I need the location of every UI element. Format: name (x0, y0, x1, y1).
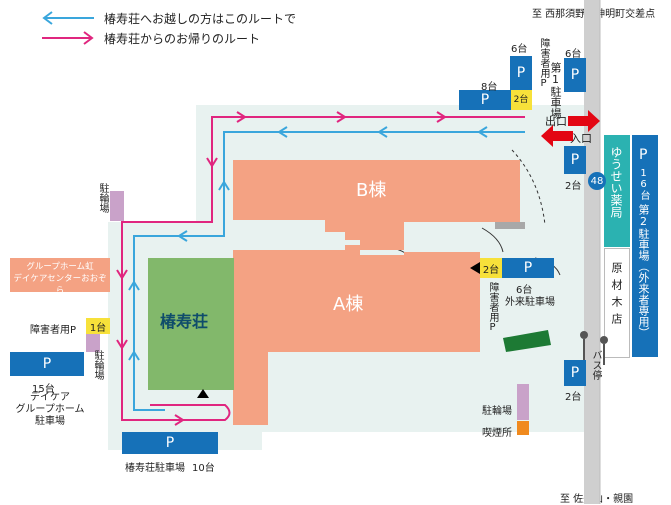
group-home-label: グループホーム虹 デイケアセンターおおぞら (13, 262, 107, 296)
p1-disabled-count: 2台 (510, 90, 532, 110)
legend-arrows (42, 11, 94, 45)
bus-stop-label: バス停 (590, 350, 601, 380)
smoking-box (517, 421, 529, 435)
outpatient-box: P (502, 258, 554, 278)
p2-p: P (639, 147, 648, 163)
bike3-label: 駐輪場 (482, 406, 512, 417)
bus-stop-icon (580, 331, 608, 365)
main-parking-count: 10台 (192, 463, 215, 474)
bike2-label: 駐輪場 (92, 350, 103, 380)
p1-count-b: 6台 (565, 49, 582, 60)
building-main-label: 椿寿荘 (160, 312, 209, 331)
p1-count-c: 8台 (481, 82, 498, 93)
outpatient-disabled-label: 障害者用P (487, 282, 498, 333)
group-p-box: P (10, 352, 84, 376)
group-disabled-count: 1台 (86, 318, 110, 334)
legend-to-label: 椿寿荘へお越しの方はこのルートで (104, 12, 297, 26)
building-a-shape (233, 245, 480, 425)
pharmacy-label: ゆうせい薬局 (609, 146, 623, 218)
p1-box-a: P (510, 56, 532, 90)
exit-label: 出口 (545, 115, 567, 128)
bus-p-count: 2台 (565, 392, 582, 403)
group-parking-label: デイケア グループホーム 駐車場 (15, 392, 85, 427)
group-home-box (10, 258, 110, 292)
bike2-box (86, 334, 100, 352)
building-main-shape (148, 258, 234, 390)
p1-box-b: P (564, 58, 586, 92)
smoking-label: 喫煙所 (482, 428, 512, 439)
outpatient-label: 外来駐車場 (505, 297, 555, 308)
bike1-box (110, 191, 124, 221)
building-a-label: A棟 (333, 294, 364, 315)
group-count: 15台 (32, 384, 55, 395)
harazai-label: 原材木店 (610, 262, 623, 330)
bus-p-box: P (564, 360, 586, 386)
p-roadside-box: P (564, 146, 586, 174)
outpatient-disabled-count: 2台 (480, 258, 502, 278)
route-48-badge: 48 (588, 172, 606, 190)
p1-title: 第1駐車場 (549, 62, 562, 119)
p2-count: 16台 (638, 168, 649, 200)
p1-disabled-label: 障害者用P (538, 38, 549, 89)
p1-box-c: P (459, 90, 511, 110)
group-disabled-label: 障害者用P (30, 325, 77, 336)
building-b-label: B棟 (356, 180, 387, 201)
building-b-shape (233, 160, 520, 250)
harazai-box (604, 248, 630, 358)
p2-title: 第2駐車場（外来者専用） (637, 204, 650, 338)
pharmacy-box (604, 135, 630, 247)
main-p-box: P (122, 432, 218, 454)
legend-from-label: 椿寿荘からのお帰りのルート (104, 32, 261, 46)
entrance-label: 入口 (570, 132, 592, 145)
p2-box (632, 135, 658, 357)
bike3-box (517, 384, 529, 420)
p-roadside-count: 2台 (565, 181, 582, 192)
bike1-label: 駐輪場 (97, 183, 108, 213)
p1-count-a: 6台 (511, 44, 528, 55)
outpatient-count: 6台 (516, 285, 533, 296)
main-parking-label: 椿寿荘駐車場 (125, 463, 185, 474)
